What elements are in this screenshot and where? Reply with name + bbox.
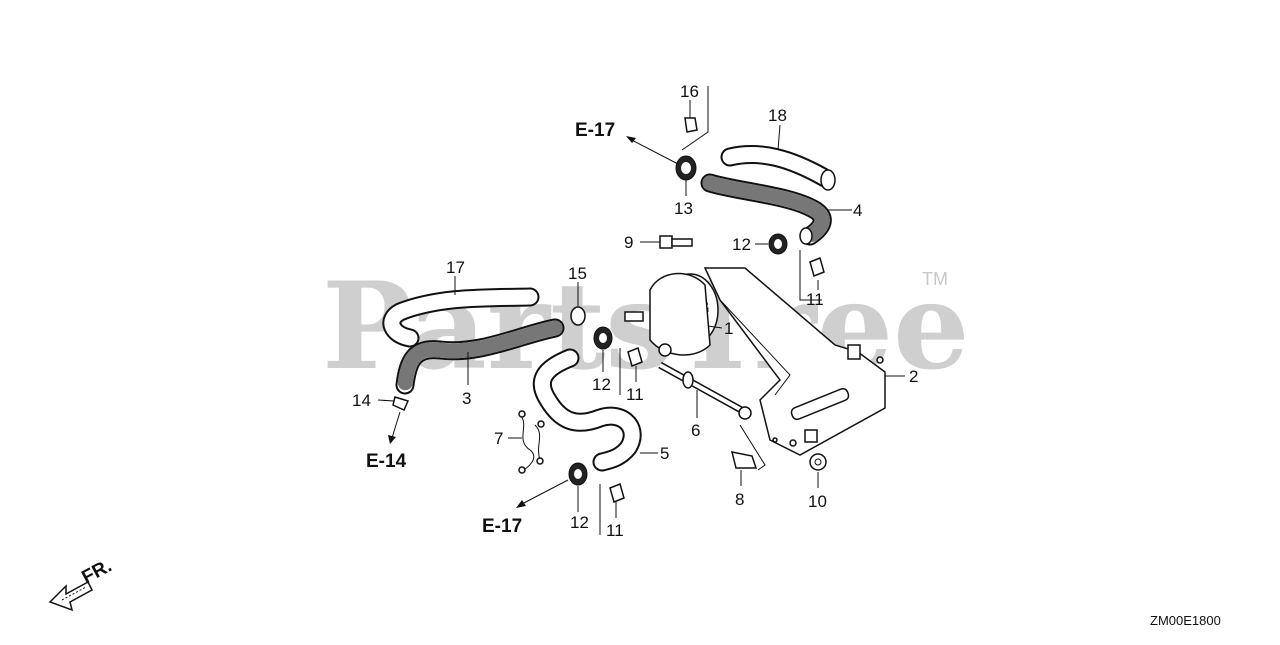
- clip-16[interactable]: [684, 117, 698, 133]
- callout-3: 3: [462, 389, 471, 408]
- part-10-nut[interactable]: [809, 453, 827, 471]
- trademark-text: TM: [922, 269, 948, 289]
- part-7-wire-clip[interactable]: [518, 410, 545, 474]
- callout-6: 6: [691, 421, 700, 440]
- callout-17: 17: [446, 258, 465, 277]
- pipe-6[interactable]: [658, 361, 752, 420]
- callout-11-middle: 11: [626, 385, 644, 404]
- clip-11-middle[interactable]: [627, 346, 643, 368]
- hose-3[interactable]: [395, 318, 565, 395]
- callout-12-lower: 12: [570, 513, 589, 532]
- clamp-12-lower[interactable]: [568, 462, 588, 486]
- callout-16: 16: [680, 82, 699, 101]
- hose-17[interactable]: [382, 287, 540, 348]
- callout-5: 5: [660, 444, 669, 463]
- front-arrow-icon: [48, 580, 93, 612]
- callout-12-upper: 12: [732, 235, 751, 254]
- ref-e17-bottom[interactable]: E-17: [482, 516, 522, 537]
- callout-9: 9: [624, 233, 633, 252]
- bolt-9[interactable]: [659, 235, 693, 249]
- callout-12-middle: 12: [592, 375, 611, 394]
- leader-lines: [377, 86, 905, 535]
- callout-11-upper: 11: [806, 290, 824, 309]
- clip-14[interactable]: [392, 396, 410, 411]
- callout-18: 18: [768, 106, 787, 125]
- hose-5[interactable]: [532, 348, 642, 472]
- callout-14: 14: [352, 391, 371, 410]
- hose-4[interactable]: [700, 173, 832, 246]
- callout-8: 8: [735, 490, 744, 509]
- callout-4: 4: [853, 201, 862, 220]
- callout-11-lower: 11: [606, 521, 624, 540]
- part-1-housing[interactable]: [624, 272, 719, 357]
- hose-18[interactable]: [720, 145, 836, 191]
- callout-1: 1: [724, 319, 733, 338]
- ref-e14[interactable]: E-14: [366, 451, 407, 472]
- callout-13: 13: [674, 199, 693, 218]
- diagram-code: ZM00E1800: [1150, 613, 1221, 628]
- clamp-13[interactable]: [675, 155, 697, 181]
- part-8-clip[interactable]: [730, 451, 758, 469]
- part-2-cover[interactable]: [703, 267, 886, 456]
- callout-2: 2: [909, 367, 918, 386]
- callout-15: 15: [568, 264, 587, 283]
- clip-15[interactable]: [570, 306, 586, 326]
- clip-11-upper[interactable]: [809, 256, 825, 278]
- clip-11-lower[interactable]: [609, 482, 625, 504]
- callout-10: 10: [808, 492, 827, 511]
- clamp-12-middle[interactable]: [593, 326, 613, 350]
- ref-e17-top[interactable]: E-17: [575, 120, 615, 141]
- callout-7: 7: [494, 429, 503, 448]
- clamp-12-upper[interactable]: [768, 233, 788, 255]
